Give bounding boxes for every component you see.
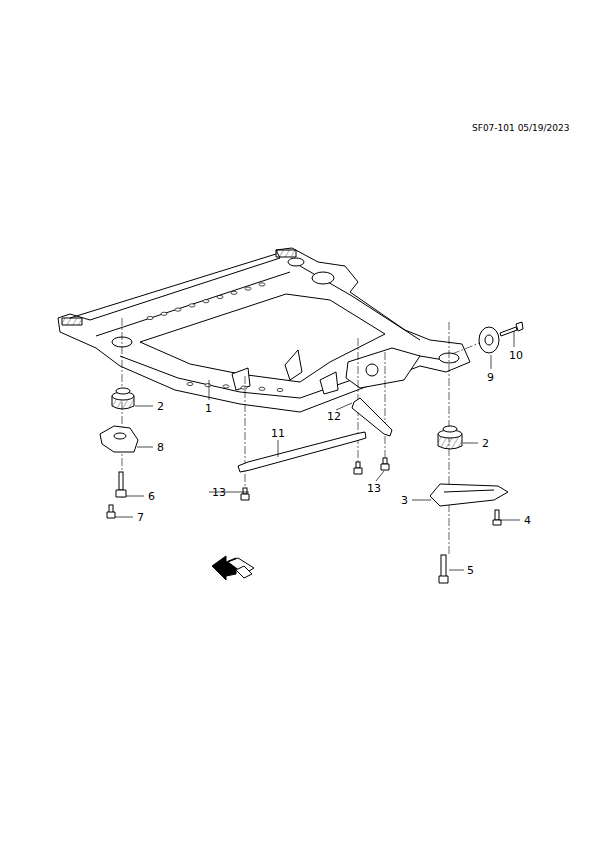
subframe [58,248,470,412]
rail-hole [277,388,283,391]
center-plate [346,348,420,388]
callout-number: 2 [157,401,164,412]
direction-arrow [212,556,236,580]
callout-number: 8 [157,442,164,453]
rail-hole [187,382,193,385]
bolt [500,327,517,336]
callout-number: 6 [148,491,155,502]
callout-number: 2 [482,438,489,449]
callout-number: 11 [271,428,285,439]
brace-bar [238,432,366,472]
bolt [243,488,247,494]
callout-number: 12 [327,411,341,422]
rail-hole [175,308,181,311]
callout-number: 3 [401,495,408,506]
bushing [479,327,499,353]
bolt [495,510,499,520]
bolt [441,555,446,577]
callout-number: 10 [509,350,523,361]
rail-hole [189,304,195,307]
rear-rail [70,254,420,340]
leader-lines [115,331,520,570]
rail-hole [147,316,153,319]
rail-hole [217,295,223,298]
mount-bracket [100,426,138,452]
rail-hole [205,384,211,387]
rail-hole [259,283,265,286]
callout-number: 13 [367,483,381,494]
rail-hole [231,291,237,294]
drawing-code: SF07-101 05/19/2023 [472,124,570,133]
bolt [119,472,123,490]
callout-number: 1 [205,403,212,414]
callout-number: 7 [137,512,144,523]
rail-hole [245,287,251,290]
rail-hole [203,300,209,303]
callout-number: 5 [467,565,474,576]
brace-bar [352,398,392,436]
bracket [285,350,302,380]
rail-hole [223,385,229,388]
callout-number: 4 [524,515,531,526]
callout-number: 9 [487,372,494,383]
rail-hole [161,312,167,315]
mount-bracket [430,484,508,506]
callout-number: 13 [212,487,226,498]
rail-hole [241,386,247,389]
rail-hole [259,387,265,390]
